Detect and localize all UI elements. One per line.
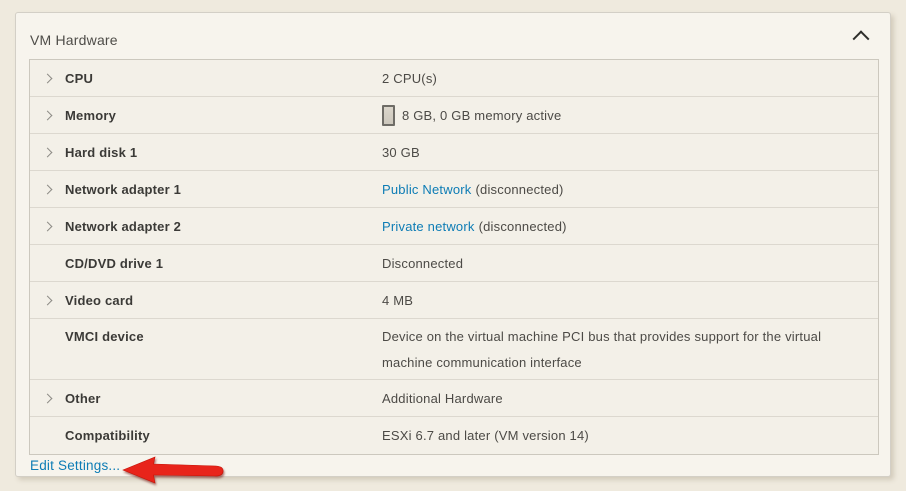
row-label: CD/DVD drive 1 <box>65 255 164 271</box>
row-label-cell: CPU <box>30 71 382 86</box>
network-link[interactable]: Private network <box>382 218 475 234</box>
row-label: Network adapter 1 <box>65 181 182 197</box>
row-label-cell: Network adapter 2 <box>30 219 382 234</box>
row-value: Device on the virtual machine PCI bus th… <box>382 329 822 370</box>
other-value: Additional Hardware <box>382 390 503 406</box>
compatibility-value: ESXi 6.7 and later (VM version 14) <box>382 428 589 443</box>
row-label: Network adapter 2 <box>65 218 182 234</box>
edit-settings-link[interactable]: Edit Settings... <box>30 458 121 473</box>
row-label-cell: Video card <box>30 293 382 308</box>
chevron-right-icon[interactable] <box>42 184 53 194</box>
row-cpu: CPU 2 CPU(s) <box>30 60 878 97</box>
chevron-right-icon[interactable] <box>42 147 53 157</box>
row-compatibility: Compatibility ESXi 6.7 and later (VM ver… <box>30 417 878 454</box>
row-network-adapter-1: Network adapter 1 Public Network (discon… <box>30 171 878 208</box>
row-label: Memory <box>65 107 117 123</box>
chevron-right-icon[interactable] <box>42 295 53 305</box>
row-vmci-device: VMCI device Device on the virtual machin… <box>30 319 878 380</box>
red-arrow-icon <box>122 456 224 484</box>
row-value: Disconnected <box>382 256 878 271</box>
vm-hardware-table: CPU 2 CPU(s) Memory 8 GB, 0 GB memory ac… <box>29 59 879 455</box>
row-hard-disk-1: Hard disk 1 30 GB <box>30 134 878 171</box>
row-value: ESXi 6.7 and later (VM version 14) <box>382 428 878 443</box>
row-label: Compatibility <box>65 428 150 443</box>
collapse-panel-button[interactable] <box>848 23 874 49</box>
row-video-card: Video card 4 MB <box>30 282 878 319</box>
row-label-cell: Network adapter 1 <box>30 182 382 197</box>
row-label: Other <box>65 390 101 406</box>
panel-title: VM Hardware <box>30 32 118 48</box>
network-link[interactable]: Public Network <box>382 181 472 197</box>
memory-usage-icon <box>382 104 395 126</box>
chevron-right-icon[interactable] <box>42 393 53 403</box>
row-label-cell: Hard disk 1 <box>30 145 382 160</box>
row-memory: Memory 8 GB, 0 GB memory active <box>30 97 878 134</box>
network-status: (disconnected) <box>478 218 567 234</box>
row-other: Other Additional Hardware <box>30 380 878 417</box>
row-label: VMCI device <box>65 329 144 344</box>
chevron-right-icon[interactable] <box>42 73 53 83</box>
row-label: Video card <box>65 292 134 308</box>
row-value: Additional Hardware <box>382 391 878 406</box>
row-label-cell: VMCI device <box>30 319 382 344</box>
row-network-adapter-2: Network adapter 2 Private network (disco… <box>30 208 878 245</box>
row-label: Hard disk 1 <box>65 144 138 160</box>
chevron-right-icon[interactable] <box>42 221 53 231</box>
row-label-cell: Memory <box>30 108 382 123</box>
row-value: 4 MB <box>382 293 878 308</box>
network-status: (disconnected) <box>475 181 564 197</box>
row-label-cell: Compatibility <box>30 428 382 443</box>
row-value: Private network (disconnected) <box>382 219 878 234</box>
chevron-right-icon[interactable] <box>42 110 53 120</box>
memory-value: 8 GB, 0 GB memory active <box>402 107 562 123</box>
hard-disk-value: 30 GB <box>382 144 420 160</box>
row-label: CPU <box>65 70 94 86</box>
chevron-up-icon <box>852 30 870 48</box>
row-value: Public Network (disconnected) <box>382 182 878 197</box>
row-cd-dvd-drive-1: CD/DVD drive 1 Disconnected <box>30 245 878 282</box>
row-label-cell: Other <box>30 391 382 406</box>
row-value: 8 GB, 0 GB memory active <box>382 104 878 126</box>
row-value: 30 GB <box>382 145 878 160</box>
cpu-value: 2 CPU(s) <box>382 70 438 86</box>
row-label-cell: CD/DVD drive 1 <box>30 256 382 271</box>
cd-dvd-value: Disconnected <box>382 255 464 271</box>
row-value: 2 CPU(s) <box>382 71 878 86</box>
video-card-value: 4 MB <box>382 292 414 308</box>
vm-hardware-panel: VM Hardware CPU 2 CPU(s) Memory 8 GB, 0 … <box>15 12 891 484</box>
